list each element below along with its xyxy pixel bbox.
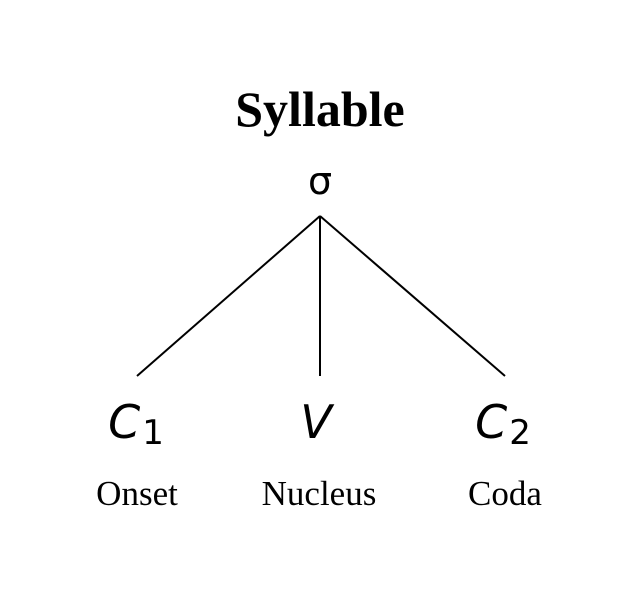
diagram-title: Syllable <box>235 81 404 137</box>
node-coda-label: Coda <box>468 474 542 513</box>
node-nucleus-symbol: V <box>300 395 335 449</box>
node-onset-label: Onset <box>96 474 178 513</box>
branch-coda <box>319 215 506 377</box>
branch-onset <box>136 215 321 377</box>
node-coda-symbol: C2 <box>475 395 531 453</box>
root-node-sigma: σ <box>308 159 332 203</box>
node-nucleus-label: Nucleus <box>262 474 377 513</box>
node-onset-symbol: C1 <box>108 395 164 453</box>
